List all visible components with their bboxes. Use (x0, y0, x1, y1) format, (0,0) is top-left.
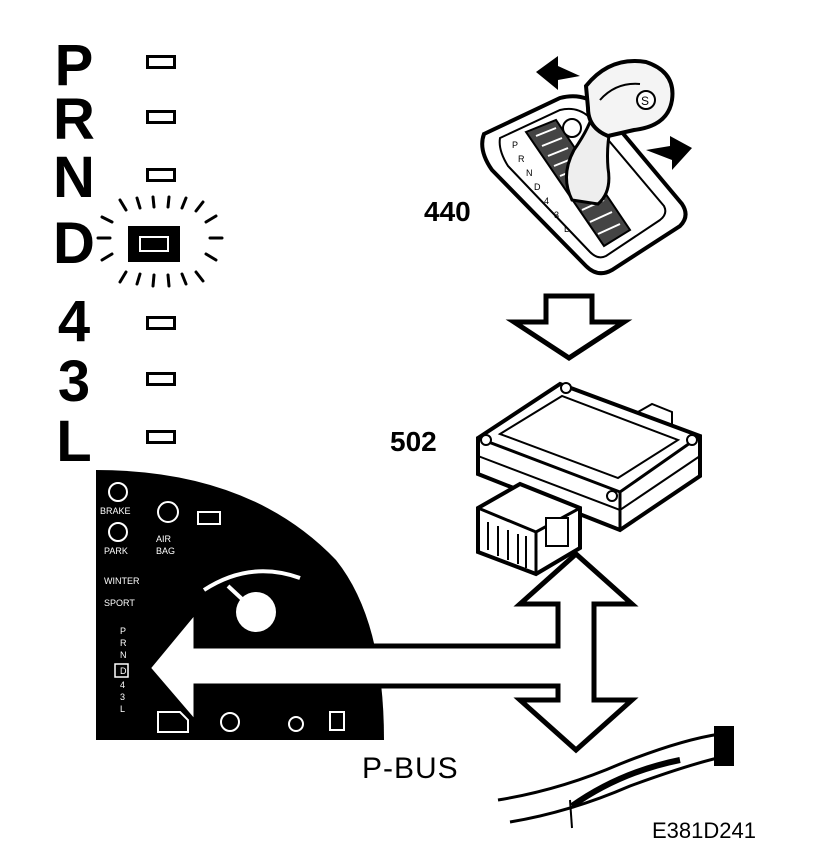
svg-text:L: L (120, 704, 125, 714)
gear-shifter-illustration: P R N D 4 3 L S (480, 56, 692, 276)
indicator-lamp-p (146, 55, 176, 69)
bus-cable-illustration (497, 726, 734, 829)
svg-text:3: 3 (554, 210, 559, 220)
svg-text:N: N (120, 650, 127, 660)
callout-440: 440 (424, 196, 471, 227)
svg-text:SPORT: SPORT (104, 598, 135, 608)
svg-text:P: P (120, 626, 126, 636)
svg-text:BAG: BAG (156, 546, 175, 556)
gear-letter-4: 4 (57, 289, 91, 354)
svg-text:4: 4 (120, 680, 125, 690)
signal-arrow-down (505, 293, 633, 361)
callout-502: 502 (390, 426, 437, 457)
svg-text:D: D (534, 182, 541, 192)
gear-letter-l: L (56, 409, 92, 474)
control-module-illustration (476, 381, 702, 577)
figure-code: E381D241 (652, 818, 756, 843)
indicator-lamp-r (146, 110, 176, 124)
svg-text:P: P (512, 140, 518, 150)
svg-text:R: R (120, 638, 127, 648)
svg-text:PARK: PARK (104, 546, 128, 556)
svg-text:BRAKE: BRAKE (100, 506, 131, 516)
indicator-lamp-4 (146, 316, 176, 330)
bus-arrow-left (144, 550, 639, 754)
svg-text:N: N (526, 168, 533, 178)
indicator-lamp-n (146, 168, 176, 182)
svg-text:WINTER: WINTER (104, 576, 140, 586)
indicator-lamp-3 (146, 372, 176, 386)
gear-letter-n: N (53, 145, 95, 210)
gear-letter-r: R (53, 87, 95, 152)
lamp-glow-rays (96, 195, 224, 288)
svg-text:3: 3 (120, 692, 125, 702)
svg-text:4: 4 (544, 196, 549, 206)
gear-letter-d: D (53, 211, 95, 276)
svg-text:D: D (120, 666, 127, 676)
svg-text:AIR: AIR (156, 534, 172, 544)
bus-label: P-BUS (362, 752, 459, 785)
svg-text:L: L (564, 224, 569, 234)
instrument-cluster: BRAKE PARK AIR BAG WINTER SPORT P R N D … (96, 470, 384, 740)
gear-letter-3: 3 (57, 349, 91, 414)
svg-text:S: S (641, 94, 649, 108)
indicator-lamp-d-lit (128, 226, 180, 262)
indicator-lamp-l (146, 430, 176, 444)
svg-text:R: R (518, 154, 525, 164)
gear-letter-p: P (54, 33, 94, 98)
